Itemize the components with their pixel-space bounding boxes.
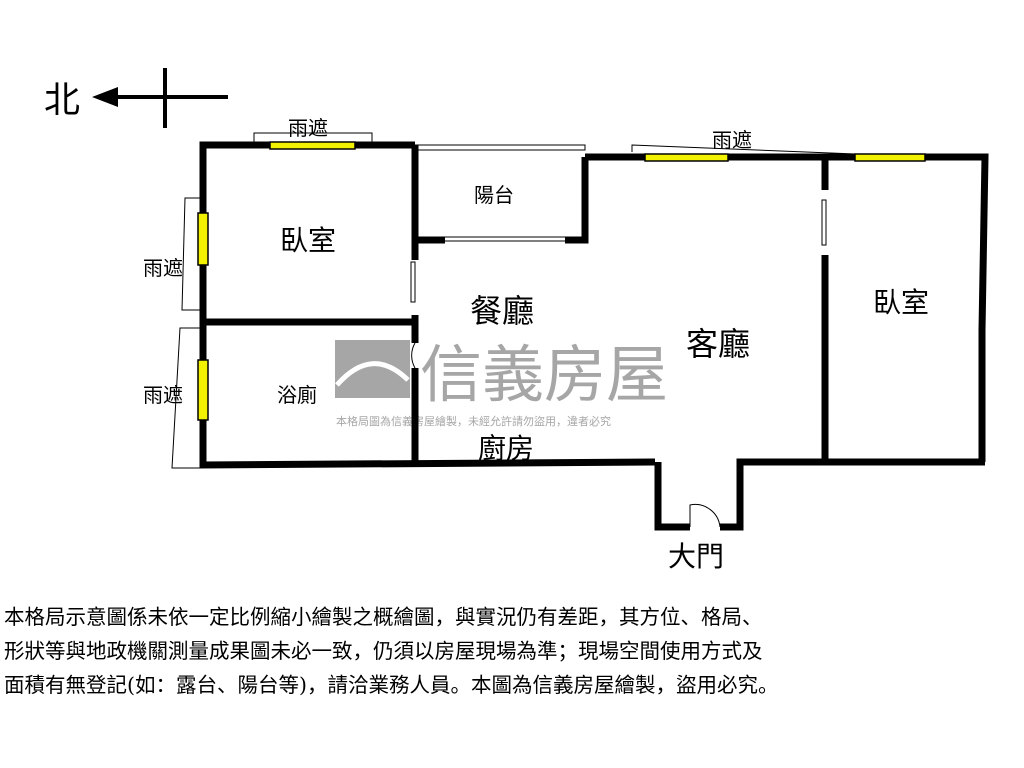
floor-plan: 信義房屋 本格局圖為信義房屋繪製，未經允許請勿盜用，違者必究 北 [44, 68, 989, 573]
room-bathroom: 浴廁 [277, 383, 317, 407]
window-top-right [854, 153, 926, 162]
window-top-mid [644, 153, 729, 162]
compass-label: 北 [44, 80, 80, 121]
window-top-left [269, 141, 356, 150]
awning-label-top-left: 雨遮 [288, 116, 328, 140]
room-bedroom-left: 臥室 [280, 224, 336, 257]
windows [197, 141, 926, 421]
window-left-lower [197, 359, 209, 421]
room-kitchen: 廚房 [478, 432, 534, 465]
room-dining: 餐廳 [470, 292, 534, 330]
walls [199, 141, 989, 531]
disclaimer-line: 形狀等與地政機關測量成果圖未必一致，仍須以房屋現場為準；現場空間使用方式及 [4, 639, 763, 663]
room-bedroom-right: 臥室 [873, 286, 929, 319]
main-door-label: 大門 [668, 540, 724, 573]
watermark: 信義房屋 本格局圖為信義房屋繪製，未經允許請勿盜用，違者必究 [335, 338, 668, 428]
awning-label-left-upper: 雨遮 [143, 256, 183, 280]
north-arrow-icon [92, 68, 228, 128]
disclaimer-line: 面積有無登記(如：露台、陽台等)，請洽業務人員。本圖為信義房屋繪製，盜用必究。 [4, 673, 779, 697]
room-balcony: 陽台 [474, 183, 514, 207]
watermark-logo-icon [335, 340, 410, 398]
watermark-notice: 本格局圖為信義房屋繪製，未經允許請勿盜用，違者必究 [336, 414, 611, 428]
disclaimer: 本格局示意圖係未依一定比例縮小繪製之概繪圖，與實況仍有差距，其方位、格局、 形狀… [4, 600, 1024, 702]
awning-label-left-lower: 雨遮 [143, 383, 183, 407]
watermark-brand: 信義房屋 [420, 338, 668, 411]
awning-label-top-right: 雨遮 [712, 128, 752, 152]
room-living: 客廳 [686, 325, 750, 363]
window-left-upper [197, 212, 209, 266]
disclaimer-line: 本格局示意圖係未依一定比例縮小繪製之概繪圖，與實況仍有差距，其方位、格局、 [4, 605, 763, 629]
